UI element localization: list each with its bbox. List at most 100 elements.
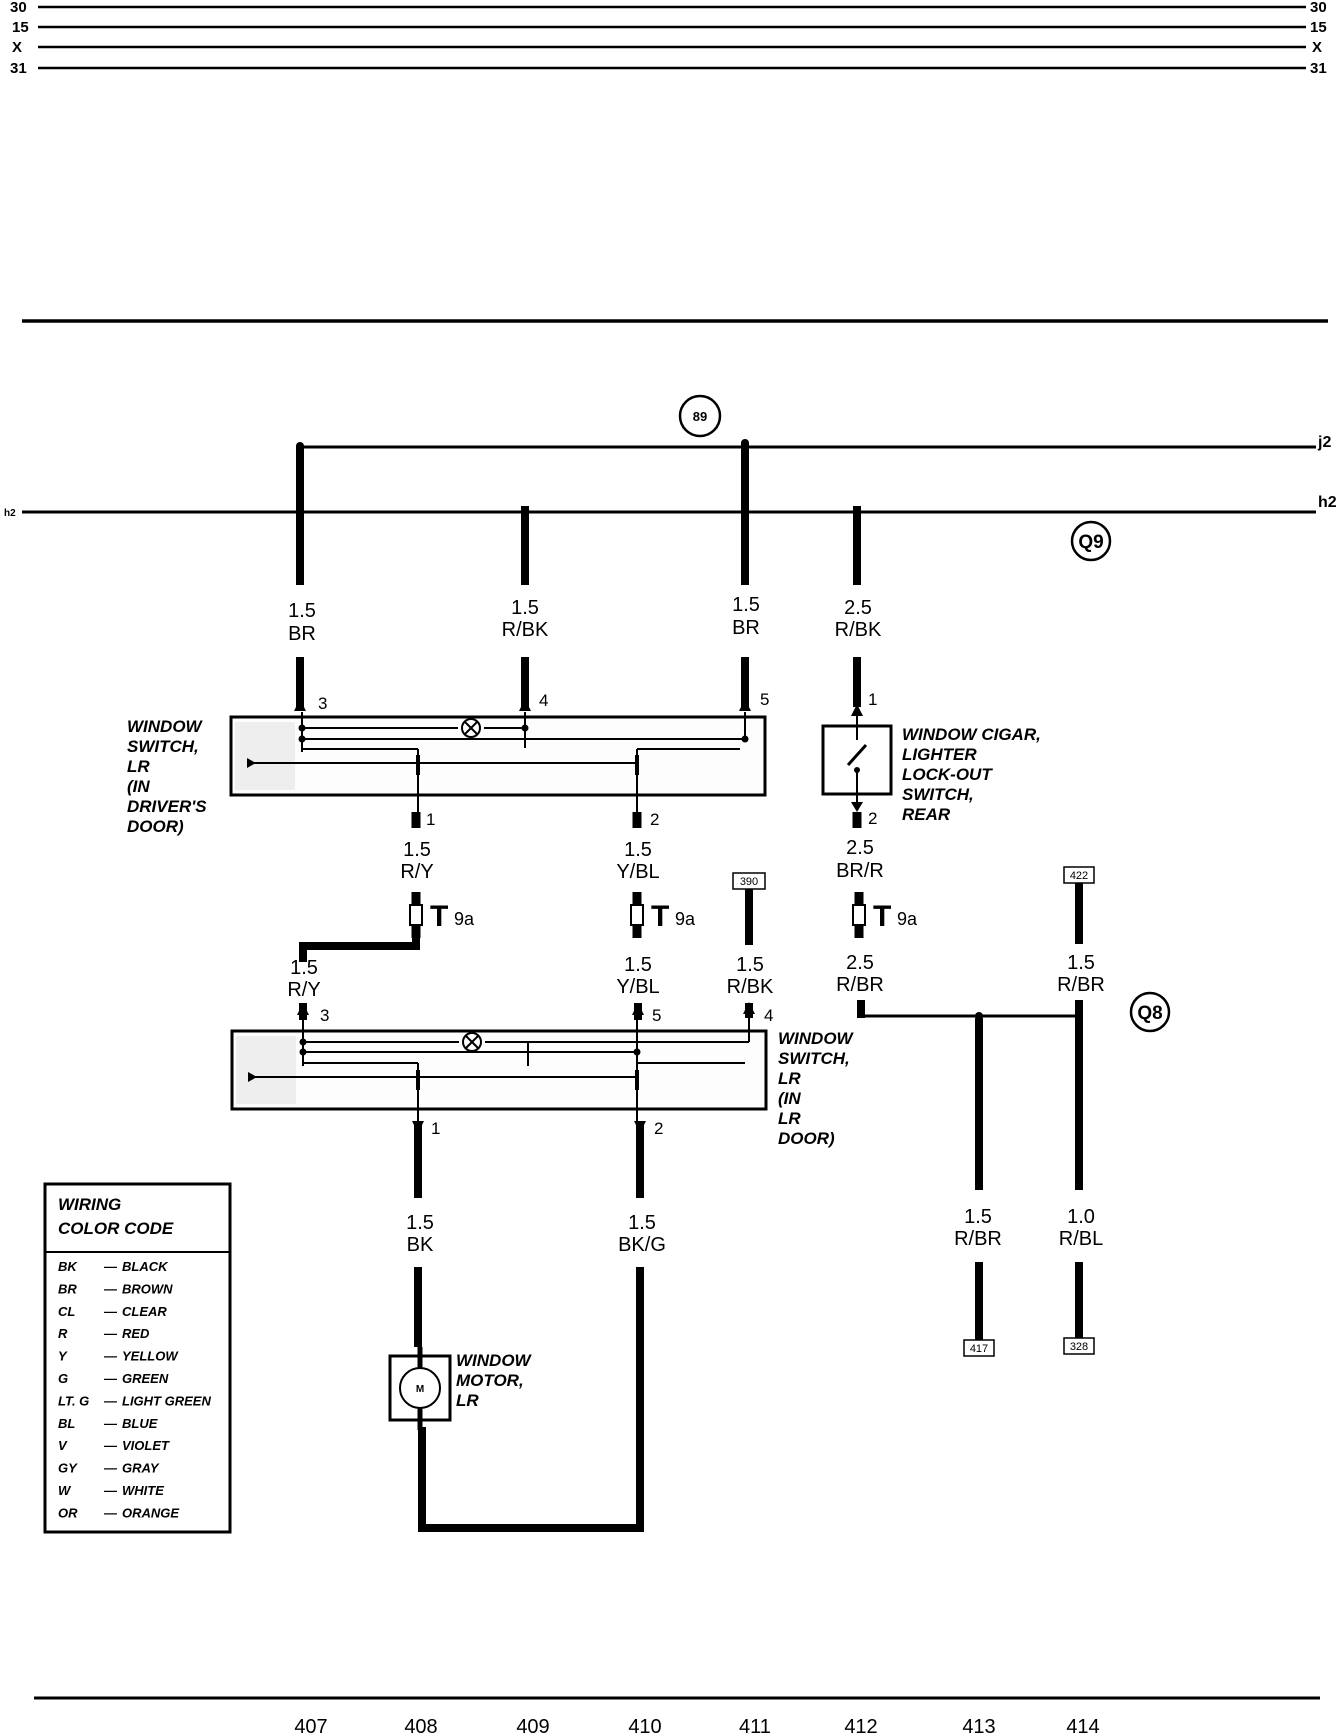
junction-dot bbox=[296, 442, 304, 450]
legend-code: LT. G bbox=[58, 1393, 89, 1408]
pin-number: 1 bbox=[426, 810, 435, 829]
circle-ref-q8: Q8 bbox=[1129, 991, 1171, 1033]
legend-code: R bbox=[58, 1326, 68, 1341]
circle-ref-label: 89 bbox=[693, 409, 707, 424]
component-label: LIGHTER bbox=[902, 745, 977, 764]
window-switch-lr-door bbox=[230, 1018, 768, 1123]
bus-label-left: 31 bbox=[10, 60, 27, 77]
legend-color-name: GRAY bbox=[122, 1461, 160, 1476]
legend-code: BK bbox=[58, 1259, 78, 1274]
legend-dash: — bbox=[103, 1259, 118, 1274]
lockout-switch bbox=[821, 716, 893, 812]
legend-dash: — bbox=[103, 1304, 118, 1319]
upper-wires bbox=[296, 443, 861, 707]
pin-arrows bbox=[294, 699, 863, 716]
bus-h2-label: h2 bbox=[1318, 494, 1337, 511]
legend-dash: — bbox=[103, 1505, 118, 1520]
legend-color-name: YELLOW bbox=[122, 1349, 179, 1364]
window-switch-lr-door-label: WINDOW SWITCH, LR (IN LR DOOR) bbox=[778, 1029, 855, 1148]
circle-ref-89: 89 bbox=[678, 394, 722, 438]
bus-label-left: X bbox=[12, 39, 22, 56]
svg-text:390: 390 bbox=[740, 876, 758, 888]
wire-size: 1.0 bbox=[1067, 1206, 1095, 1228]
wiring-color-code-legend: WIRING COLOR CODE bbox=[43, 1182, 232, 1534]
pin-number: 4 bbox=[539, 691, 548, 710]
wire-size: 2.5 bbox=[846, 837, 874, 859]
legend-entries: BK—BLACKBR—BROWNCL—CLEARR—REDY—YELLOWG—G… bbox=[58, 1259, 211, 1520]
wire-ry-crossover bbox=[299, 936, 420, 962]
bus-label-right: 30 bbox=[1310, 0, 1327, 16]
bus-label-left: 15 bbox=[12, 19, 29, 36]
wire-color: BK bbox=[407, 1234, 434, 1256]
wire-size: 2.5 bbox=[846, 952, 874, 974]
wire-size: 2.5 bbox=[844, 597, 872, 619]
legend-color-name: BLUE bbox=[122, 1416, 158, 1431]
legend-code: Y bbox=[58, 1349, 68, 1364]
wire-color: R/BK bbox=[502, 619, 549, 641]
bus-label-right: 31 bbox=[1310, 60, 1327, 77]
legend-color-name: BLACK bbox=[122, 1259, 169, 1274]
legend-code: OR bbox=[58, 1505, 78, 1520]
bus-labels-left: 30 15 X 31 bbox=[10, 0, 29, 77]
legend-code: GY bbox=[58, 1461, 78, 1476]
connector-t9a-3: T 9a bbox=[852, 892, 918, 938]
pin-number: 3 bbox=[320, 1006, 329, 1025]
connector-t9a-2: T 9a bbox=[630, 892, 696, 938]
wire-size: 1.5 bbox=[1067, 952, 1095, 974]
component-label: LOCK-OUT bbox=[902, 765, 993, 784]
svg-text:9a: 9a bbox=[454, 909, 475, 929]
switch-contact-icon bbox=[846, 743, 868, 767]
window-motor: M bbox=[388, 1347, 452, 1430]
ref-box-390: 390 bbox=[732, 872, 766, 890]
component-label: REAR bbox=[902, 805, 951, 824]
component-label: SWITCH, bbox=[127, 737, 199, 756]
component-label: DOOR) bbox=[127, 817, 184, 836]
legend-dash: — bbox=[103, 1281, 118, 1296]
wire-w14-return bbox=[418, 1267, 644, 1532]
wire-size: 1.5 bbox=[288, 600, 316, 622]
column-number: 407 bbox=[294, 1716, 327, 1736]
component-label: WINDOW bbox=[127, 717, 204, 736]
svg-text:422: 422 bbox=[1070, 870, 1088, 882]
circle-ref-q9: Q9 bbox=[1070, 520, 1112, 562]
svg-text:T: T bbox=[873, 900, 891, 933]
column-number: 414 bbox=[1066, 1716, 1099, 1736]
pin-arrows-lower bbox=[297, 1002, 755, 1015]
column-number: 408 bbox=[404, 1716, 437, 1736]
wire-size: 1.5 bbox=[290, 957, 318, 979]
component-label: WINDOW CIGAR, bbox=[902, 725, 1041, 744]
column-number: 413 bbox=[962, 1716, 995, 1736]
component-label: LR bbox=[127, 757, 150, 776]
bus-h2-left-label: h2 bbox=[4, 508, 16, 519]
wire-size: 1.5 bbox=[511, 597, 539, 619]
legend-color-name: GREEN bbox=[122, 1371, 169, 1386]
component-label: MOTOR, bbox=[456, 1371, 524, 1390]
legend-dash: — bbox=[103, 1438, 118, 1453]
legend-dash: — bbox=[103, 1393, 118, 1408]
ref-box-417: 417 bbox=[963, 1339, 995, 1357]
wire-color: BR bbox=[732, 617, 760, 639]
svg-text:Q9: Q9 bbox=[1078, 532, 1103, 553]
ref-box-422: 422 bbox=[1063, 866, 1095, 884]
wire-size: 1.5 bbox=[964, 1206, 992, 1228]
component-label: DOOR) bbox=[778, 1129, 835, 1148]
svg-text:T: T bbox=[430, 900, 448, 933]
wire-size: 1.5 bbox=[732, 594, 760, 616]
component-label: SWITCH, bbox=[778, 1049, 850, 1068]
pin-number: 1 bbox=[431, 1119, 440, 1138]
wire-color: Y/BL bbox=[616, 861, 659, 883]
wire-color: Y/BL bbox=[616, 976, 659, 998]
pin-number: 1 bbox=[868, 690, 877, 709]
legend-dash: — bbox=[103, 1349, 118, 1364]
wire-color: R/BR bbox=[836, 974, 884, 996]
component-label: SWITCH, bbox=[902, 785, 974, 804]
svg-text:M: M bbox=[416, 1384, 424, 1395]
bus-j2-label: j2 bbox=[1317, 434, 1331, 451]
wire-size: 1.5 bbox=[624, 954, 652, 976]
legend-dash: — bbox=[103, 1371, 118, 1386]
legend-code: W bbox=[58, 1483, 72, 1498]
wire-size: 1.5 bbox=[624, 839, 652, 861]
legend-color-name: ORANGE bbox=[122, 1505, 179, 1520]
svg-text:Q8: Q8 bbox=[1137, 1003, 1162, 1024]
